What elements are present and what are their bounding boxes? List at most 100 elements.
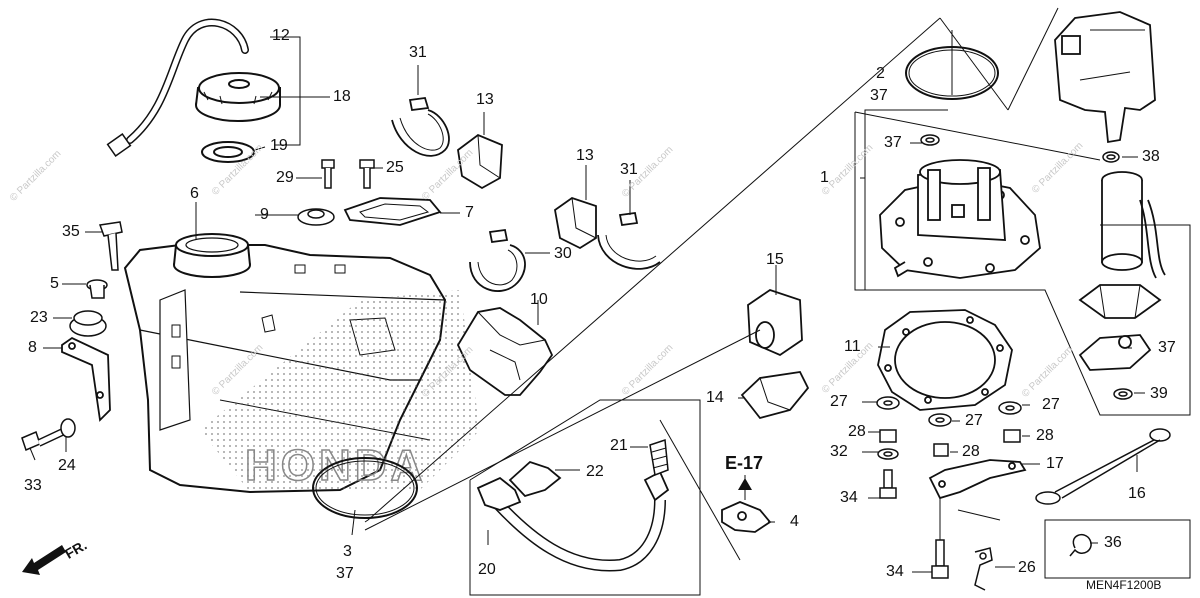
callout-6: 6 [190,185,199,202]
callout-31-top: 31 [409,44,427,61]
plate-7 [343,197,442,226]
callout-37-o-ring: 37 [870,87,888,104]
collar-28-c [1003,429,1021,443]
washer-32 [877,448,899,460]
assembly-outlines [364,7,1191,596]
breather-tube [106,18,249,157]
washer-9 [297,208,335,226]
callout-3: 3 [343,543,352,560]
band-31-top [391,97,450,157]
callout-22: 22 [586,463,604,480]
callout-39: 39 [1150,385,1168,402]
callout-18: 18 [333,88,351,105]
washer-27-c [998,401,1022,415]
hose-clip-21 [649,438,669,477]
callout-29: 29 [276,169,294,186]
callout-17: 17 [1046,455,1064,472]
filler-neck [173,233,251,278]
callout-25: 25 [386,159,404,176]
callout-28-mid: 28 [962,443,980,460]
collar-5 [86,279,108,299]
callout-13-top: 13 [476,91,494,108]
o-ring-38 [1102,151,1120,163]
rubber-13-mid [554,197,597,250]
rubber-15 [747,289,803,357]
bracket-8 [61,336,111,422]
callout-19: 19 [270,137,288,154]
callout-37-sender: 37 [1158,339,1176,356]
washer-27-a [876,396,900,410]
clip-36 [1069,533,1092,557]
reference-arrow-icon [738,478,752,490]
callout-23: 23 [30,309,48,326]
fuel-cap [195,72,281,122]
bolt-34-b [931,539,949,579]
callout-37-washer: 37 [884,134,902,151]
callout-37-bottom: 37 [336,565,354,582]
pump-housing [1054,11,1156,144]
bolt-33 [21,423,73,452]
bolt-25 [359,159,375,189]
strap-16 [1035,428,1171,505]
rubber-13-top [457,133,503,190]
seal-39 [1113,388,1133,400]
pump-motor [1101,171,1166,279]
drawing-code: MEN4F1200B [1086,578,1162,592]
gasket-11 [877,309,1013,411]
callout-33: 33 [24,477,42,494]
callout-28-right: 28 [1036,427,1054,444]
callout-28-left: 28 [848,423,866,440]
callout-2: 2 [876,65,885,82]
callout-38: 38 [1142,148,1160,165]
callout-27-left: 27 [830,393,848,410]
callout-11: 11 [844,338,861,355]
callout-12: 12 [272,27,290,44]
band-31-mid [597,211,661,270]
callout-34-upper: 34 [840,489,858,506]
pump-filter [1078,284,1162,319]
fuel-hose [485,491,666,572]
callout-7: 7 [465,204,474,221]
callout-1: 1 [820,169,829,186]
callout-35: 35 [62,223,80,240]
washer-27-b [928,413,952,427]
callout-26: 26 [1018,559,1036,576]
bolt-35 [98,221,123,271]
callout-24: 24 [58,457,76,474]
callout-8: 8 [28,339,37,356]
front-arrow-icon [22,545,66,575]
callout-4: 4 [790,513,799,530]
callout-13-mid: 13 [576,147,594,164]
callout-15: 15 [766,251,784,268]
screw-29 [321,159,335,189]
clip-26 [974,547,993,591]
band-30 [469,228,526,292]
callout-36: 36 [1104,534,1122,551]
o-ring-3 [312,457,418,519]
callout-5: 5 [50,275,59,292]
cover-10 [456,307,554,396]
connector-4 [721,501,772,533]
rubber-14 [740,371,810,420]
callout-21: 21 [610,437,628,454]
washer-37-top [920,134,940,146]
collar-28-a [879,429,897,443]
callout-10: 10 [530,291,548,308]
callout-34-lower: 34 [886,563,904,580]
callout-30: 30 [554,245,572,262]
cap-gasket [201,141,255,163]
callout-27-right: 27 [1042,396,1060,413]
collar-28-b [933,443,949,457]
callout-32: 32 [830,443,848,460]
callout-27-mid: 27 [965,412,983,429]
section-reference: E-17 [725,453,764,473]
nut-24 [60,418,76,438]
callout-31-mid: 31 [620,161,638,178]
bolt-34-a [879,469,897,499]
callout-14: 14 [706,389,724,406]
callout-16: 16 [1128,485,1146,502]
stay-17 [928,459,1027,500]
sender-unit [1078,334,1152,371]
callout-9: 9 [260,206,269,223]
